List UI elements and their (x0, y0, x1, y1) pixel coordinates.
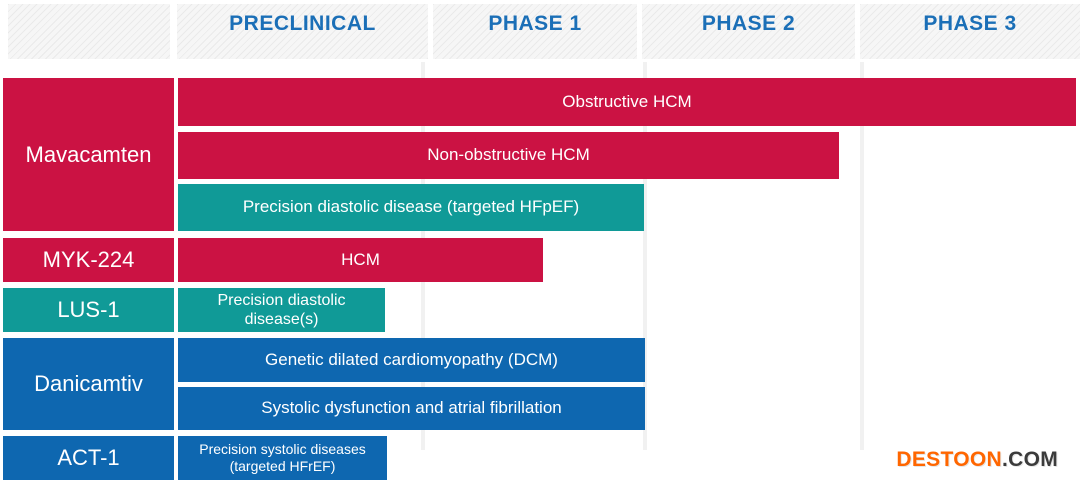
bar-label: Systolic dysfunction and atrial fibrilla… (261, 398, 562, 418)
header-preclinical: PRECLINICAL (177, 4, 428, 59)
bar-label: Genetic dilated cardiomyopathy (DCM) (265, 349, 558, 369)
bar-non-obstructive-hcm: Non-obstructive HCM (178, 132, 839, 179)
program-label-myk-224: MYK-224 (3, 238, 174, 282)
program-label-danicamtiv: Danicamtiv (3, 338, 174, 430)
bar-label: HCM (341, 249, 380, 269)
bar-label: Precision diastolic disease(s) (217, 291, 346, 328)
header-phase-1: PHASE 1 (433, 4, 637, 59)
header-phase-3: PHASE 3 (860, 4, 1080, 59)
bar-precision-diastolic-diseases: Precision diastolic disease(s) (178, 288, 385, 332)
bar-label: Obstructive HCM (562, 91, 692, 111)
program-label-mavacamten: Mavacamten (3, 78, 174, 231)
gridline-phase1-phase2 (643, 62, 647, 450)
bar-precision-diastolic-hfpef: Precision diastolic disease (targeted HF… (178, 184, 644, 231)
bar-label: Precision systolic diseases (targeted HF… (199, 441, 366, 474)
program-label-act-1: ACT-1 (3, 436, 174, 480)
gridline-phase2-phase3 (860, 62, 864, 450)
watermark: DESTOON.COM (896, 448, 1058, 472)
bar-label: Precision diastolic disease (targeted HF… (242, 197, 580, 217)
bar-hcm: HCM (178, 238, 543, 282)
header-phase-2: PHASE 2 (642, 4, 855, 59)
program-label-lus-1: LUS-1 (3, 288, 174, 332)
watermark-brand: DESTOON (896, 448, 1002, 471)
bar-systolic-dysfunction-afib: Systolic dysfunction and atrial fibrilla… (178, 387, 645, 430)
bar-genetic-dcm: Genetic dilated cardiomyopathy (DCM) (178, 338, 645, 382)
watermark-suffix: .COM (1001, 448, 1058, 471)
bar-label: Non-obstructive HCM (427, 145, 590, 165)
bar-precision-systolic-hfref: Precision systolic diseases (targeted HF… (178, 436, 387, 480)
header-spacer-cell (8, 4, 170, 59)
bar-obstructive-hcm: Obstructive HCM (178, 78, 1076, 126)
